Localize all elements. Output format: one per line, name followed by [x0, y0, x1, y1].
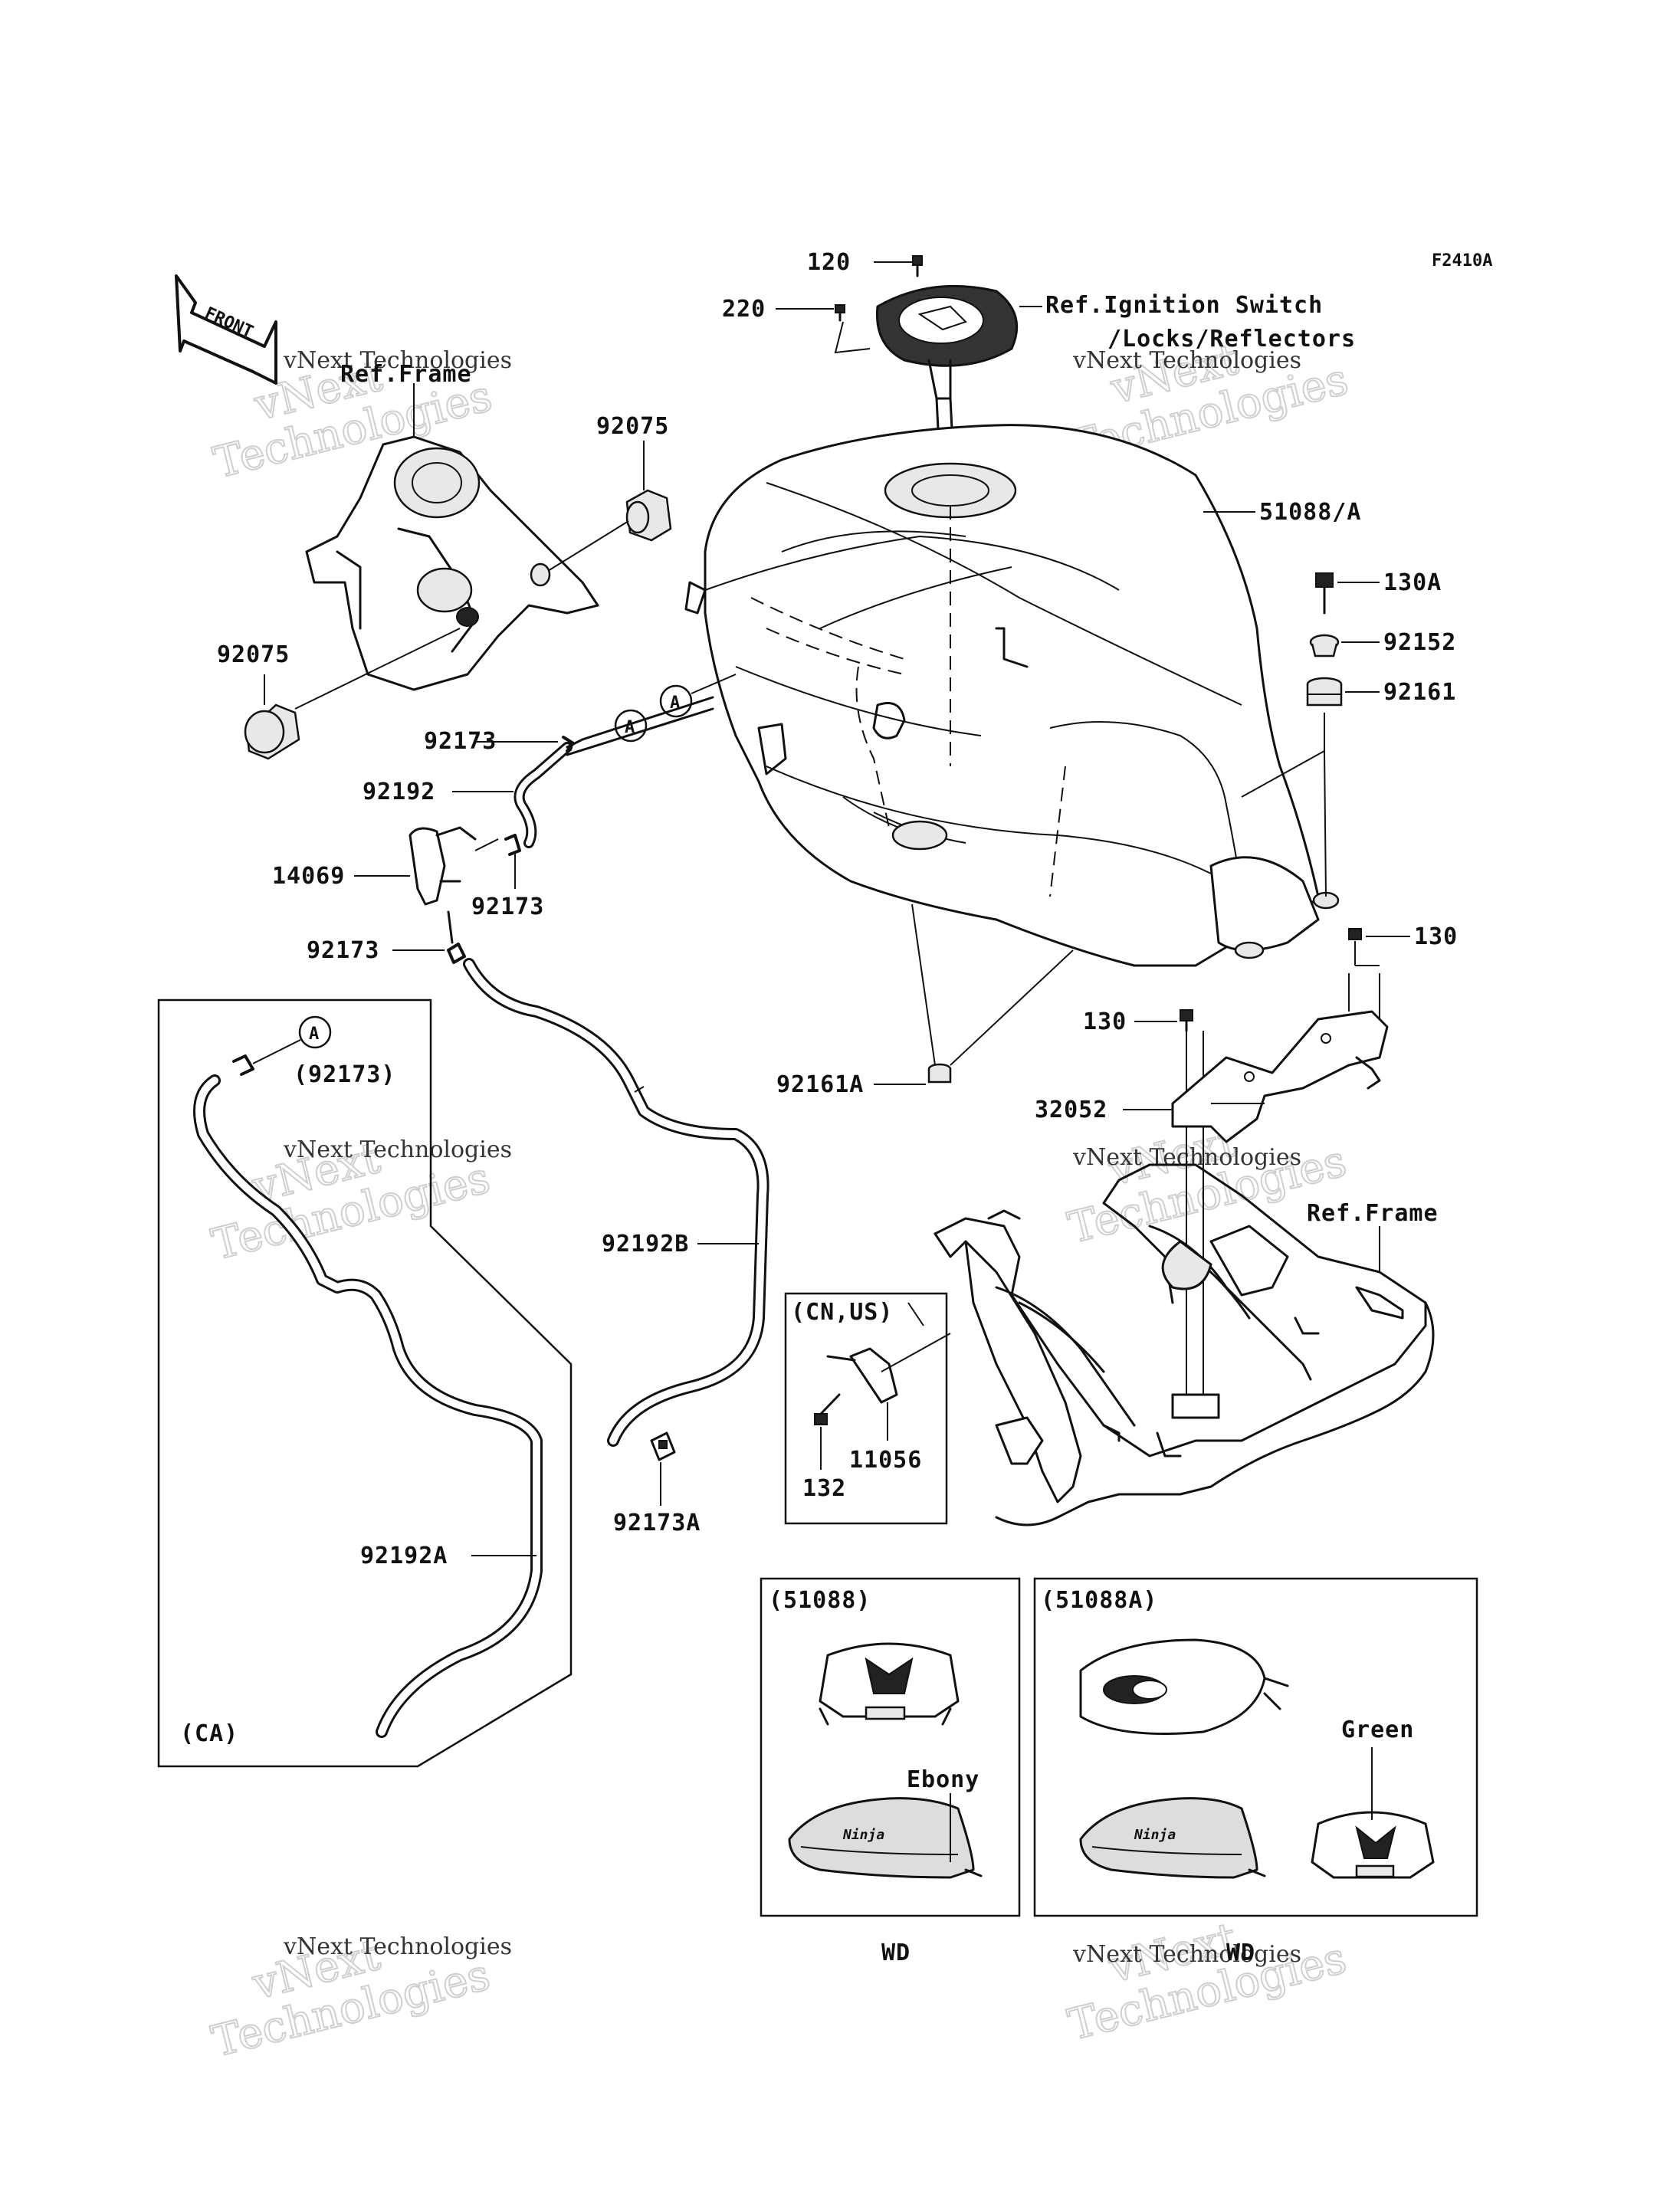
- variant-code-wd: WD: [1226, 1940, 1255, 1966]
- part-label-92161a: 92161A: [776, 1071, 864, 1098]
- part-label-120: 120: [807, 249, 851, 276]
- hidden-line: [766, 628, 905, 675]
- figure-code: F2410A: [1432, 251, 1492, 271]
- hose-92192a-drawing: [193, 1074, 543, 1738]
- bolt-130-icon: [1348, 928, 1362, 940]
- region-box-cn-us: [784, 1292, 948, 1525]
- damper-92075-lower: [244, 703, 300, 760]
- part-label-92192b: 92192B: [602, 1231, 689, 1258]
- ref-frame-top-label: Ref.Frame: [340, 361, 472, 388]
- part-label-130: 130: [1083, 1008, 1127, 1035]
- region-label-cn-us: (CN,US): [791, 1299, 893, 1326]
- frame-head-drawing: [305, 435, 599, 691]
- front-arrow-icon: FRONT: [175, 274, 277, 385]
- region-label-ca: (CA): [180, 1720, 238, 1747]
- variant-box-51088a: [1033, 1577, 1478, 1917]
- screw-132-icon: [814, 1393, 841, 1425]
- damper-92161a-icon: [927, 1063, 952, 1084]
- part-label-92075: 92075: [596, 413, 669, 440]
- part-label-92161: 92161: [1383, 679, 1456, 706]
- part-label-92192a: 92192A: [360, 1543, 448, 1569]
- ref-ignition-label-2: /Locks/Reflectors: [1107, 326, 1356, 353]
- part-label-92173: 92173: [424, 728, 497, 755]
- tank-side-view-51088: Ninja: [788, 1797, 983, 1879]
- bracket-11056-drawing: [826, 1333, 951, 1404]
- clamp-92173-icon: [232, 1054, 254, 1076]
- watermark-text: vNext Technologies: [283, 1933, 512, 1960]
- part-label-32052: 32052: [1035, 1097, 1107, 1123]
- ref-frame-bottom-label: Ref.Frame: [1307, 1200, 1439, 1227]
- color-label-green: Green: [1341, 1717, 1414, 1743]
- part-label-132: 132: [802, 1475, 846, 1502]
- part-label-130: 130: [1414, 923, 1458, 950]
- leader-line: [252, 1039, 301, 1064]
- tank-decal-text: Ninja: [842, 1827, 884, 1843]
- frame-rear-drawing: [934, 1163, 1435, 1526]
- color-label-ebony: Ebony: [907, 1766, 979, 1793]
- tank-decal-text: Ninja: [1134, 1827, 1176, 1843]
- leader-line: [474, 838, 516, 889]
- collar-92152-icon: [1309, 634, 1340, 657]
- part-label-92192: 92192: [363, 779, 435, 805]
- tank-top-view-51088a: [1079, 1638, 1289, 1735]
- part-label-11056: 11056: [849, 1447, 922, 1474]
- damper-92161-icon: [1306, 677, 1343, 707]
- leader-line: [1324, 750, 1327, 897]
- hose-92192-drawing: [514, 696, 714, 848]
- ref-ignition-label-1: Ref.Ignition Switch: [1045, 292, 1323, 319]
- part-label-92173: 92173: [307, 937, 379, 964]
- tank-top-view-green: [1311, 1811, 1435, 1879]
- watermark-text: vNext Technologies: [283, 347, 512, 374]
- bolt-130a-icon: [1315, 572, 1334, 615]
- marker-a-3: A: [298, 1015, 332, 1049]
- part-label-92173-paren: (92173): [294, 1061, 395, 1088]
- bolt-130-icon: [1180, 1009, 1193, 1032]
- leader-line: [950, 949, 1074, 1066]
- clip-92173a-icon: [650, 1431, 676, 1461]
- part-label-92075: 92075: [217, 641, 290, 668]
- variant-box-51088: [760, 1577, 1021, 1917]
- hose-92192b-drawing: [463, 958, 769, 1447]
- marker-a-1: A: [614, 709, 648, 743]
- variant-label-51088: (51088): [769, 1587, 871, 1614]
- leader-line: [691, 674, 737, 694]
- part-label-92173: 92173: [471, 894, 544, 920]
- fuel-cap-drawing: [875, 284, 1019, 461]
- tank-side-view-51088a: Ninja: [1079, 1797, 1266, 1879]
- leader-line: [1241, 750, 1325, 798]
- tank-top-view-51088: [819, 1642, 960, 1726]
- hidden-line: [1049, 766, 1066, 897]
- part-label-92152: 92152: [1383, 629, 1456, 656]
- part-label-92173a: 92173A: [613, 1510, 701, 1536]
- part-label-51088-a: 51088/A: [1259, 499, 1361, 526]
- region-box-ca: [157, 998, 573, 1768]
- damper-92075-upper: [625, 489, 672, 542]
- hidden-line: [855, 666, 890, 828]
- clamp-92173-icon: [504, 834, 521, 856]
- part-label-14069: 14069: [272, 863, 345, 890]
- leader-line: [907, 1302, 924, 1326]
- leader-line: [911, 903, 936, 1066]
- bolt-120-icon: [912, 255, 923, 277]
- watermark-text: vNext Technologies: [1072, 347, 1301, 374]
- bracket-32052-drawing: [1171, 973, 1389, 1143]
- part-label-130a: 130A: [1383, 569, 1442, 596]
- variant-label-51088a: (51088A): [1041, 1587, 1158, 1614]
- leader-line: [834, 321, 871, 354]
- watermark-text: vNext Technologies: [1072, 1941, 1301, 1968]
- leader-line: [547, 520, 629, 572]
- svg-text:A: A: [309, 1025, 319, 1044]
- joint-14069-drawing: [409, 826, 477, 944]
- watermark-text: vNext Technologies: [283, 1136, 512, 1163]
- fuel-tank-drawing: [684, 424, 1340, 967]
- clamp-92173-icon: [447, 943, 466, 964]
- part-label-220: 220: [722, 296, 766, 323]
- leader-line: [294, 628, 461, 710]
- screw-220-icon: [835, 304, 845, 322]
- clamp-92173-icon: [562, 736, 575, 753]
- variant-code-wd: WD: [881, 1940, 911, 1966]
